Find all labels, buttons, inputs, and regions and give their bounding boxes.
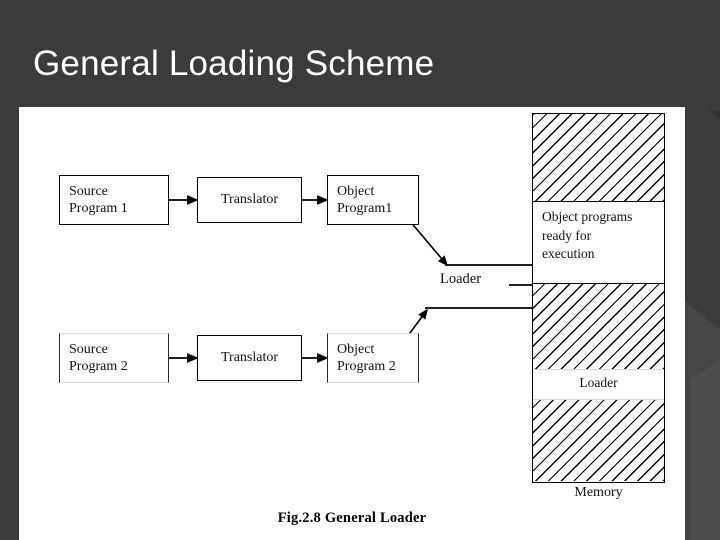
- mem-loader-line1: Loader: [579, 375, 618, 390]
- memory-segment-object-programs: Object programs ready for execution: [533, 201, 664, 283]
- node-source-program-2-line1: Source: [69, 341, 108, 357]
- memory-segment-hatch-middle: [533, 283, 664, 369]
- node-object-program-1-line2: Program1: [337, 201, 393, 216]
- memory-segment-loader: Loader: [533, 369, 664, 399]
- node-object-program-2-line2: Program 2: [337, 359, 396, 374]
- memory-caption: Memory: [574, 485, 623, 500]
- loader-connector-label: Loader: [440, 271, 482, 287]
- mem-object-line1: Object programs: [542, 209, 633, 224]
- node-translator-2-label: Translator: [220, 350, 279, 366]
- memory-segment-object-programs-label: Object programs ready for execution: [533, 202, 664, 264]
- diagram-connectors: [169, 195, 579, 363]
- memory-segment-hatch-bottom: [533, 399, 664, 481]
- arrow-object2-to-loader: [406, 308, 428, 338]
- node-object-program-1[interactable]: Object Program1: [327, 175, 419, 225]
- node-source-program-1[interactable]: Source Program 1: [59, 175, 169, 225]
- mem-object-line3: execution: [542, 246, 595, 262]
- node-translator-1-label: Translator: [220, 192, 279, 208]
- node-source-program-1-line2: Program 1: [69, 201, 128, 216]
- content-panel: Source Program 1 Translator Object Progr…: [19, 107, 685, 540]
- slide-title: General Loading Scheme: [33, 44, 435, 83]
- memory-block[interactable]: Object programs ready for execution Load…: [532, 113, 665, 483]
- mem-object-line2: ready for: [542, 227, 592, 243]
- figure-caption: Fig.2.8 General Loader: [277, 510, 427, 526]
- node-source-program-2[interactable]: Source Program 2: [59, 333, 169, 383]
- memory-segment-loader-label: Loader: [533, 370, 664, 393]
- node-translator-1[interactable]: Translator: [197, 177, 302, 223]
- node-object-program-2[interactable]: Object Program 2: [327, 333, 419, 383]
- node-object-program-2-line1: Object: [337, 341, 375, 357]
- node-source-program-1-line1: Source: [69, 183, 108, 199]
- node-translator-2[interactable]: Translator: [197, 335, 302, 381]
- node-source-program-2-line2: Program 2: [69, 359, 128, 374]
- node-object-program-1-line1: Object: [337, 183, 375, 199]
- arrow-object1-to-loader: [408, 219, 449, 267]
- memory-segment-hatch-top: [533, 114, 664, 201]
